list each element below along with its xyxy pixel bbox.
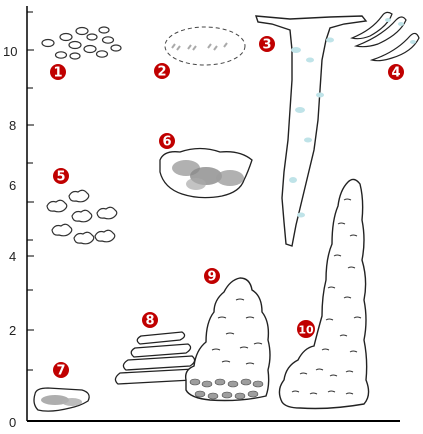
svg-text:1: 1 xyxy=(53,66,62,81)
label-10: 10 xyxy=(297,320,315,338)
svg-text:9: 9 xyxy=(207,270,216,285)
altitude-axis: 0 2 4 6 8 10 xyxy=(3,6,400,430)
cloud-4-cirrus-hooks xyxy=(350,11,420,62)
tick-label-8: 8 xyxy=(9,118,16,133)
cloud-2-cirrostratus xyxy=(164,26,246,66)
label-2: 2 xyxy=(154,63,170,80)
cloud-7-stratus xyxy=(33,387,90,412)
svg-text:3: 3 xyxy=(262,38,271,53)
cloud-6-altostratus xyxy=(159,147,253,199)
cloud-labels: 1 2 3 4 5 6 7 8 xyxy=(50,36,404,379)
svg-text:10: 10 xyxy=(298,324,314,337)
tick-marks-major xyxy=(27,49,34,331)
cloud-3-tall-column xyxy=(254,15,368,247)
label-3: 3 xyxy=(259,36,275,53)
tick-label-6: 6 xyxy=(9,178,16,193)
svg-text:6: 6 xyxy=(162,135,171,150)
svg-text:2: 2 xyxy=(157,65,166,80)
cloud-5-altocumulus xyxy=(46,189,118,245)
cloud-1-cirrocumulus xyxy=(41,26,122,60)
svg-text:8: 8 xyxy=(145,314,154,329)
cloud-10-cumulonimbus xyxy=(278,178,370,410)
tick-label-4: 4 xyxy=(9,249,16,264)
cloud-8-stratocumulus xyxy=(114,331,198,385)
label-5: 5 xyxy=(53,168,69,185)
tick-label-10: 10 xyxy=(3,44,17,59)
svg-text:4: 4 xyxy=(391,66,400,81)
cloud-9-cumulus xyxy=(184,277,271,402)
label-7: 7 xyxy=(53,362,69,379)
tick-label-0: 0 xyxy=(9,415,16,430)
label-6: 6 xyxy=(159,133,175,150)
label-1: 1 xyxy=(50,64,66,81)
tick-label-2: 2 xyxy=(9,323,16,338)
svg-text:7: 7 xyxy=(56,364,65,379)
label-8: 8 xyxy=(142,312,158,329)
label-9: 9 xyxy=(204,268,220,285)
label-4: 4 xyxy=(388,64,404,81)
svg-text:5: 5 xyxy=(56,170,65,185)
